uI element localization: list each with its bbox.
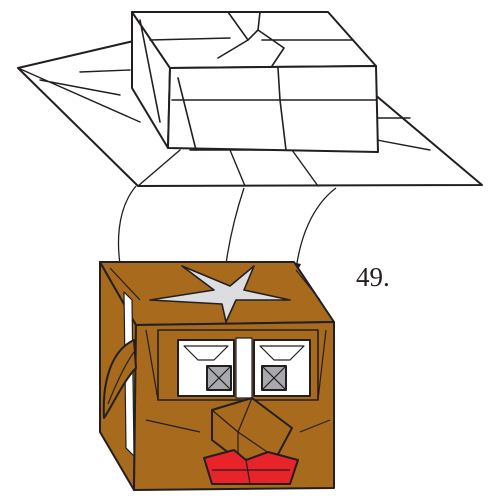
arrow-right xyxy=(296,188,336,270)
flat-model xyxy=(18,12,482,186)
step-number: 49. xyxy=(356,262,390,293)
nose-bridge xyxy=(236,338,252,398)
flat-model-front-face xyxy=(168,66,378,152)
cube-face-model xyxy=(100,262,334,490)
